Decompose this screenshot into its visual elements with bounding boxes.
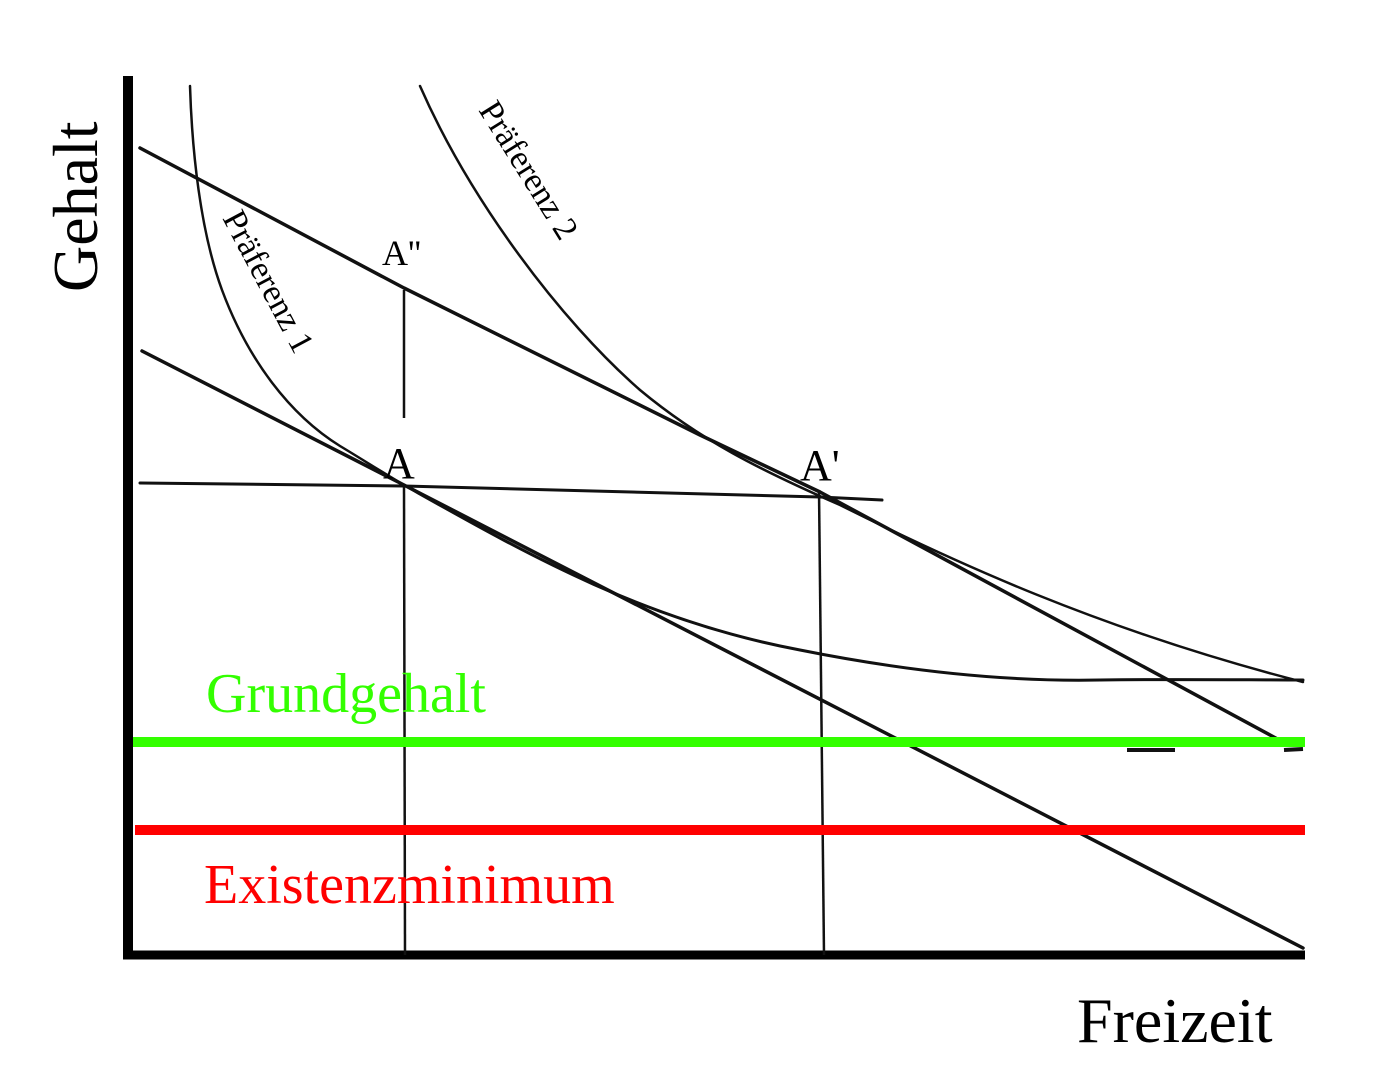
subsistence-minimum-label: Existenzminimum xyxy=(204,854,615,916)
preference-2-label: Präferenz 2 xyxy=(471,95,585,247)
vertical-line-a-prime xyxy=(817,489,826,956)
point-a-double-prime-label: A'' xyxy=(382,233,421,273)
indifference-curve-1 xyxy=(188,84,406,487)
x-axis-title: Freizeit xyxy=(1077,985,1273,1056)
point-a-prime-label: A' xyxy=(800,441,840,490)
indifference-curve-2 xyxy=(418,84,1305,684)
budget-line-kinked xyxy=(402,483,1305,682)
preference-1-label: Präferenz 1 xyxy=(215,204,321,359)
point-a-label: A xyxy=(383,439,415,488)
basic-salary-label: Grundgehalt xyxy=(206,663,486,725)
y-axis-title: Gehalt xyxy=(40,121,111,292)
ink-mark xyxy=(1283,747,1304,752)
vertical-line-a xyxy=(402,485,407,956)
budget-line-upper xyxy=(138,146,1285,744)
horizontal-line-a-to-a-prime xyxy=(138,481,884,502)
